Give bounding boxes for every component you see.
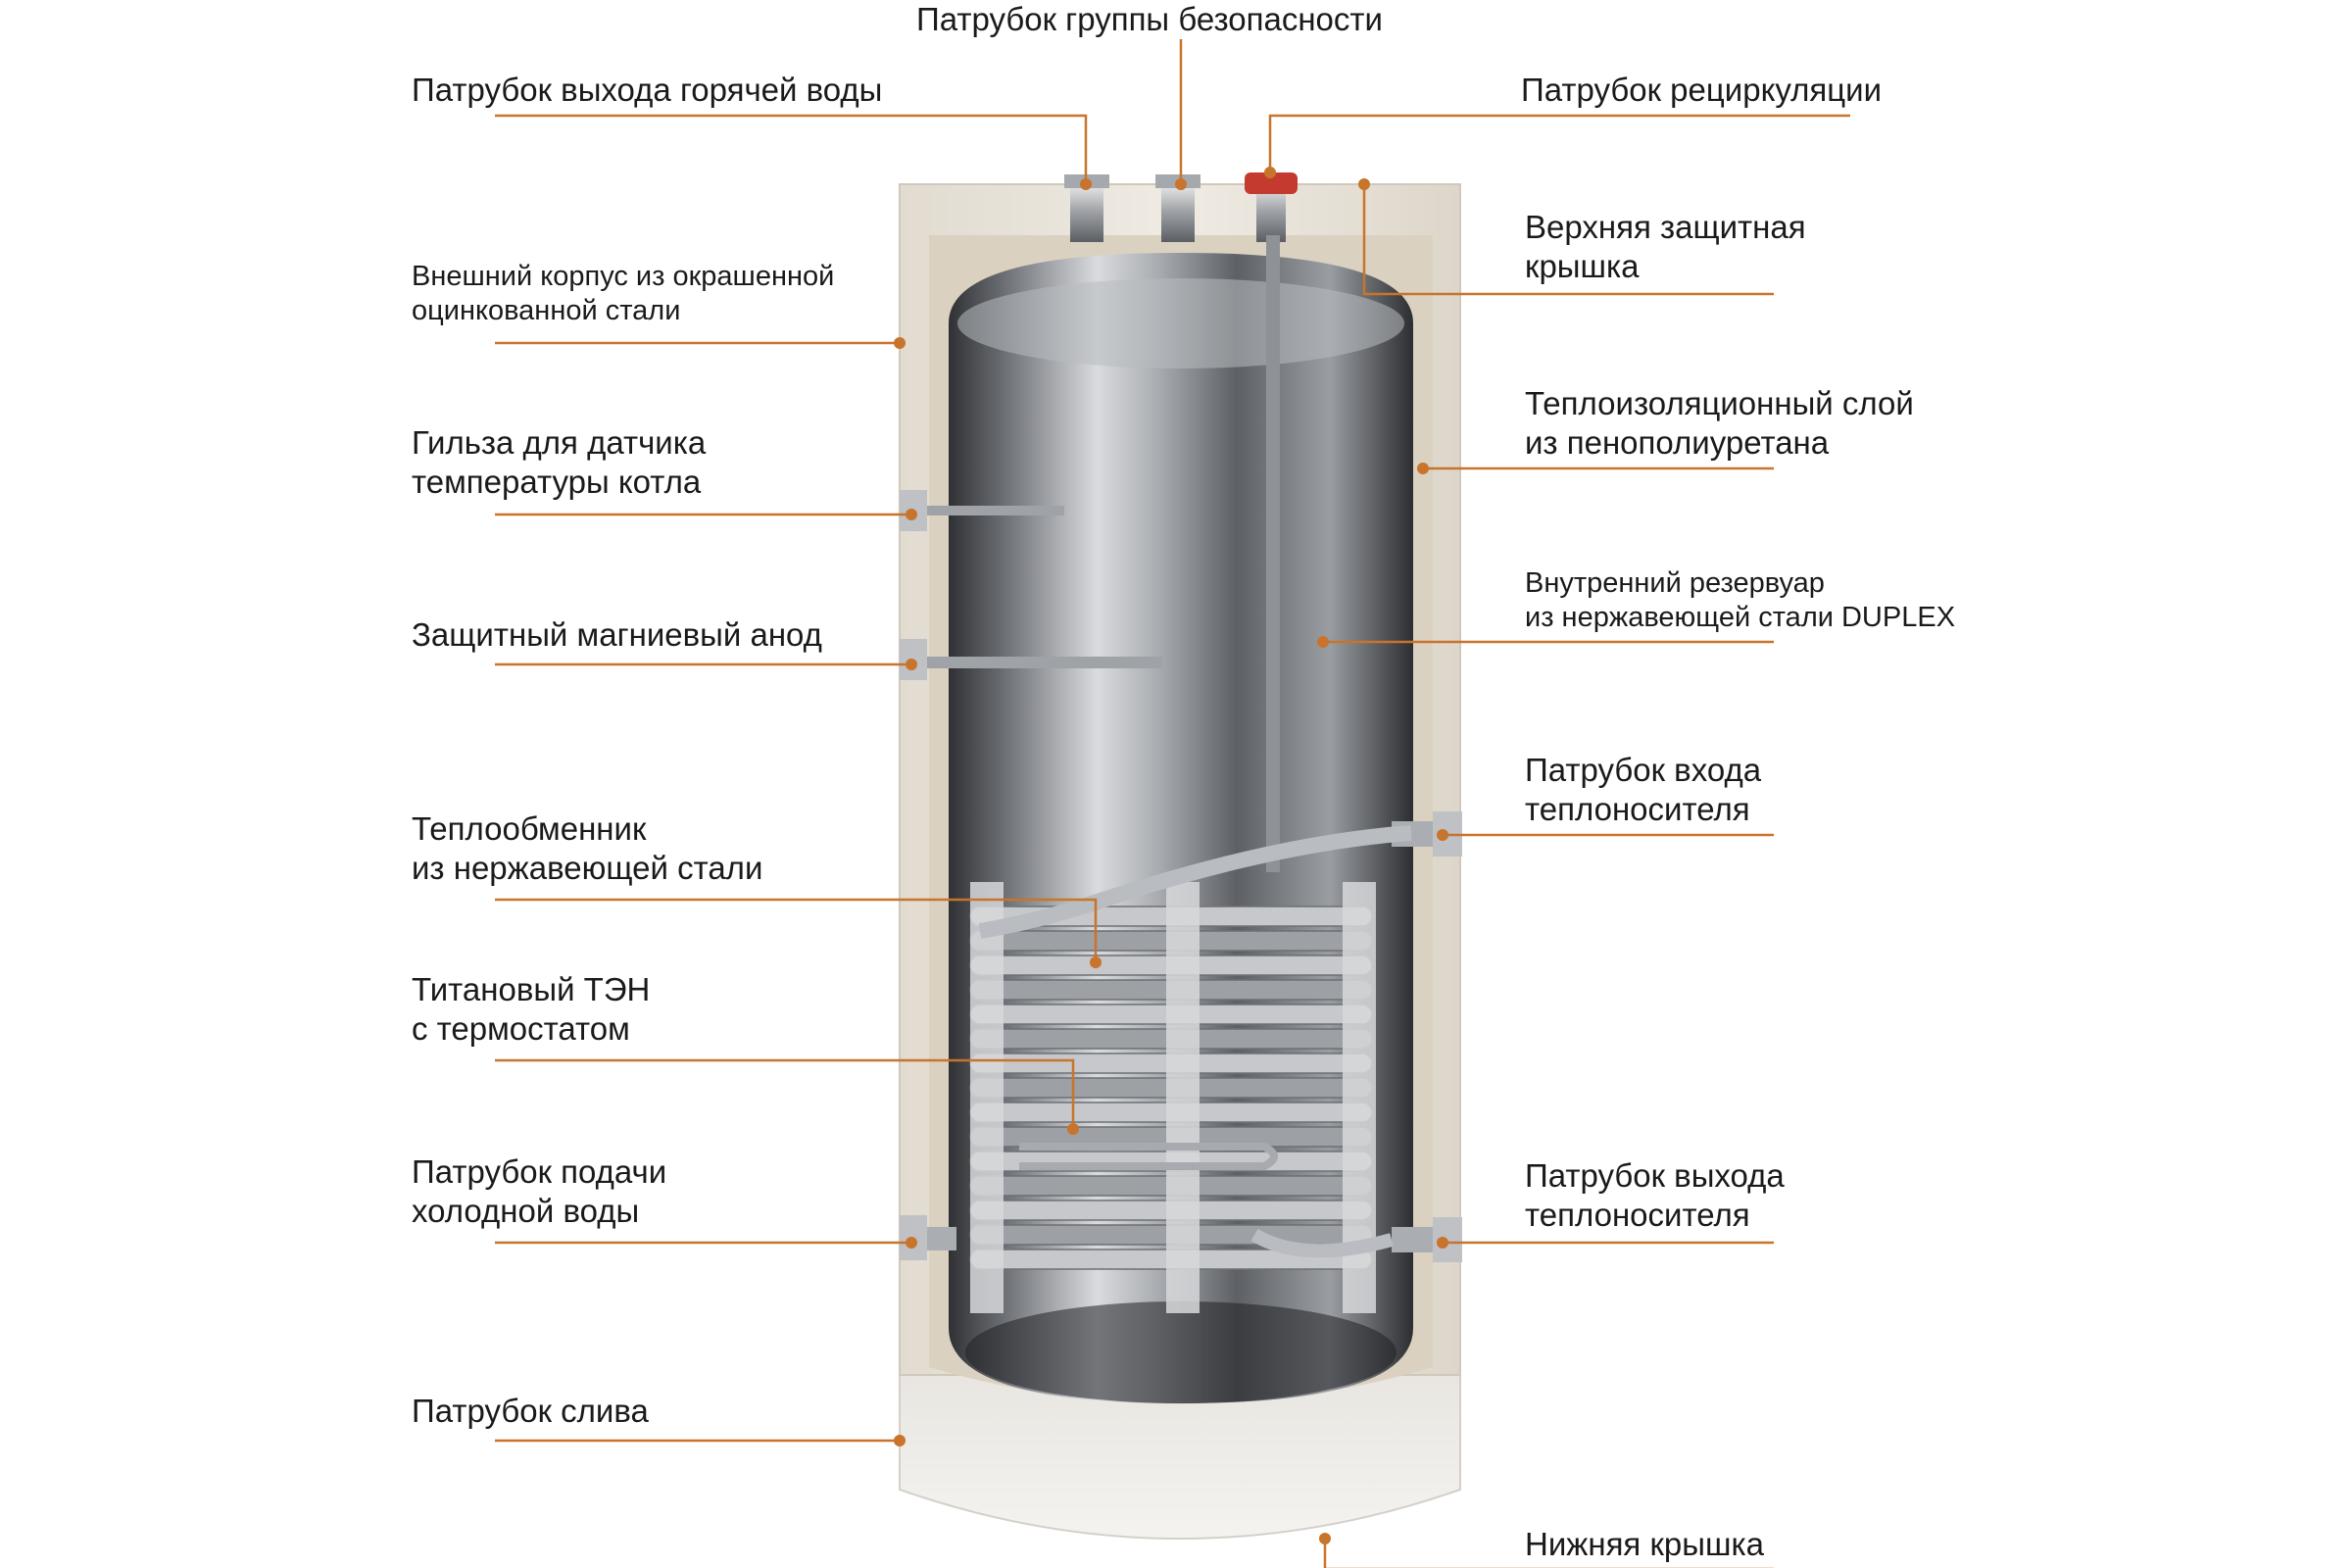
label-heat-exchanger: Теплообменник из нержавеющей стали: [412, 810, 763, 886]
coil-support-rail: [970, 882, 1004, 1313]
leader-inner-tank-dot: [1317, 636, 1329, 648]
bottom-cover: [899, 1351, 1461, 1540]
leader-bottom-cover-dot: [1319, 1533, 1331, 1544]
leader-heater: [495, 1058, 1075, 1129]
label-cold-water-inlet: Патрубок подачи холодной воды: [412, 1153, 667, 1229]
leader-lines: [495, 39, 1850, 1568]
leader-cold-water-inlet-dot: [906, 1237, 917, 1249]
label-coolant-inlet: Патрубок входа теплоносителя: [1525, 752, 1762, 827]
leader-hot-water-outlet: [495, 114, 1088, 184]
label-safety-group: Патрубок группы безопасности: [916, 1, 1383, 37]
leader-recirculation: [1268, 114, 1850, 172]
label-hot-water-outlet: Патрубок выхода горячей воды: [412, 72, 883, 108]
coil-outlet-pipe: [1250, 1228, 1394, 1258]
leader-coolant-outlet-dot: [1437, 1237, 1448, 1249]
label-insulation: Теплоизоляционный слой из пенополиуретан…: [1525, 385, 1914, 461]
leader-outer-body-dot: [894, 337, 906, 349]
leader-recirculation-dot: [1264, 167, 1276, 178]
leader-top-cover: [1362, 184, 1774, 296]
label-outer-body: Внешний корпус из окрашенной оцинкованно…: [412, 261, 835, 326]
label-recirculation: Патрубок рециркуляции: [1521, 72, 1883, 108]
label-anode: Защитный магниевый анод: [412, 616, 822, 653]
leader-heat-exchanger: [495, 898, 1098, 962]
leader-heater-dot: [1067, 1123, 1079, 1135]
leader-safety-group-dot: [1175, 178, 1187, 190]
leader-anode-dot: [906, 659, 917, 670]
leader-top-cover-dot: [1358, 178, 1370, 190]
label-drain: Патрубок слива: [412, 1393, 649, 1429]
leader-insulation-dot: [1417, 463, 1429, 474]
leader-heat-exchanger-dot: [1090, 956, 1102, 968]
leader-hot-water-outlet-dot: [1080, 178, 1092, 190]
titanium-heater: [1019, 1143, 1278, 1170]
label-bottom-cover: Нижняя крышка: [1525, 1526, 1764, 1562]
label-heater: Титановый ТЭН с термостатом: [412, 971, 651, 1047]
leader-drain-dot: [894, 1435, 906, 1446]
label-sensor-sleeve: Гильза для датчика температуры котла: [412, 424, 707, 500]
leader-coolant-inlet-dot: [1437, 829, 1448, 841]
coil-support-rail: [1166, 882, 1200, 1313]
leader-bottom-cover: [1323, 1539, 1774, 1568]
label-top-cover: Верхняя защитная крышка: [1525, 209, 1806, 284]
label-inner-tank: Внутренний резервуар из нержавеющей стал…: [1525, 567, 1956, 633]
label-coolant-outlet: Патрубок выхода теплоносителя: [1525, 1157, 1785, 1233]
coil-inlet-pipe: [978, 825, 1412, 939]
leader-sensor-sleeve-dot: [906, 509, 917, 520]
